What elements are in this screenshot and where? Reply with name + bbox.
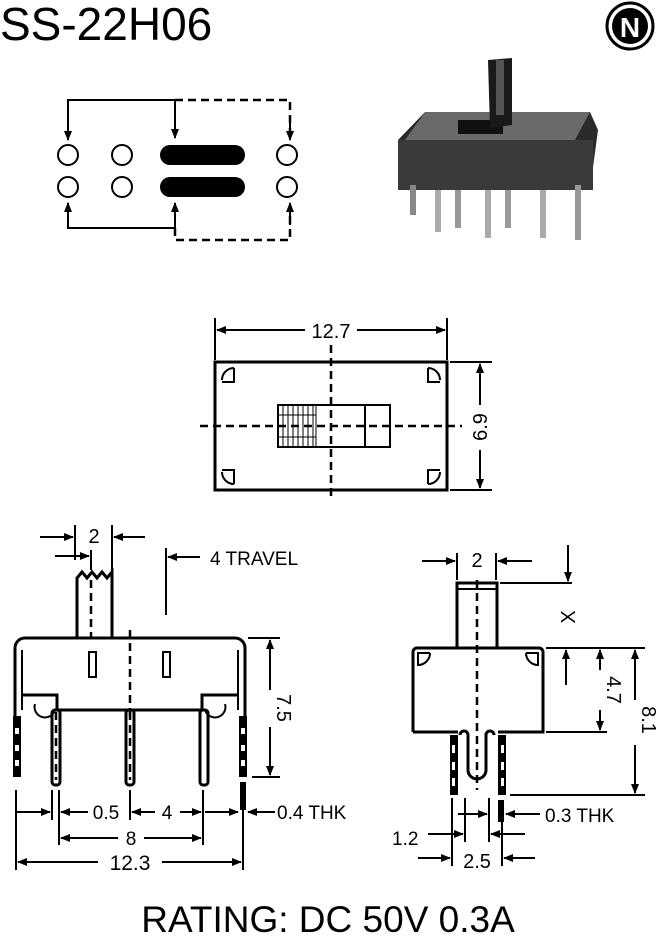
dim-height-6-9: 6.9	[470, 413, 492, 441]
dim-overall-height-8-1: 8.1	[637, 706, 656, 734]
dim-height-7-5: 7.5	[272, 694, 294, 722]
dim-lever-height-x: X	[558, 610, 580, 623]
dim-thickness-0-3: 0.3 THK	[545, 806, 615, 827]
dim-lever-width-2: 2	[88, 526, 99, 548]
dim-travel-4: 4 TRAVEL	[210, 549, 298, 570]
dim-thickness-0-4: 0.4 THK	[277, 803, 347, 824]
dim-pin-width-0-5: 0.5	[93, 803, 119, 824]
rating-label: RATING: DC 50V 0.3A	[141, 899, 515, 938]
end-view-drawing: 2 X 4.7 8.1 0.3 THK 1.2	[392, 545, 656, 873]
part-number-title: SS-22H06	[0, 0, 212, 50]
dim-pin-pitch-4: 4	[162, 803, 173, 824]
dim-pin-span-2-5: 2.5	[463, 851, 491, 873]
product-photo	[398, 58, 598, 240]
dim-width-12-7: 12.7	[312, 321, 351, 343]
logo-letter: N	[620, 12, 640, 43]
side-view-drawing: 2 4 TRAVEL 7.5 0.5	[13, 525, 347, 875]
dim-pin-span-8: 8	[126, 829, 137, 850]
dim-lever-width-2-end: 2	[471, 550, 482, 572]
dim-body-height-4-7: 4.7	[602, 676, 624, 704]
top-view-drawing: 12.7 6.9	[200, 318, 492, 500]
dim-pin-gap-1-2: 1.2	[392, 829, 418, 850]
circuit-schematic	[57, 98, 298, 242]
brand-logo: N	[605, 1, 655, 51]
dim-overall-width-12-3: 12.3	[110, 852, 151, 875]
